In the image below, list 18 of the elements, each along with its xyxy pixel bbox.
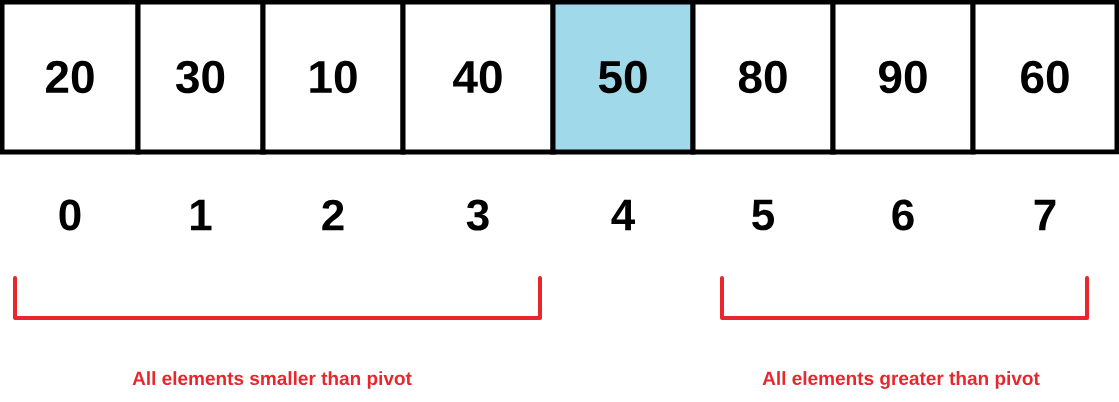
array-cell: 60 — [970, 0, 1119, 155]
index-number: 1 — [191, 199, 212, 231]
array-cell: 80 — [690, 0, 836, 155]
index-number: 6 — [892, 199, 914, 231]
array-cell: 10 — [260, 0, 406, 155]
index-number: 2 — [322, 199, 344, 231]
index-number: 4 — [611, 199, 635, 231]
array-cell: 90 — [830, 0, 976, 155]
bracket-caption: All elements smaller than pivot — [132, 371, 412, 389]
index-number: 3 — [466, 199, 489, 231]
array-cell: 20 — [0, 0, 141, 155]
bracket-caption: All elements greater than pivot — [762, 371, 1040, 389]
index-number: 5 — [752, 199, 774, 231]
array-cell: 30 — [135, 0, 266, 155]
array-cell: 50 — [550, 0, 696, 155]
index-number: 0 — [59, 199, 81, 231]
array-cell: 40 — [400, 0, 556, 155]
index-number: 7 — [1034, 199, 1056, 231]
